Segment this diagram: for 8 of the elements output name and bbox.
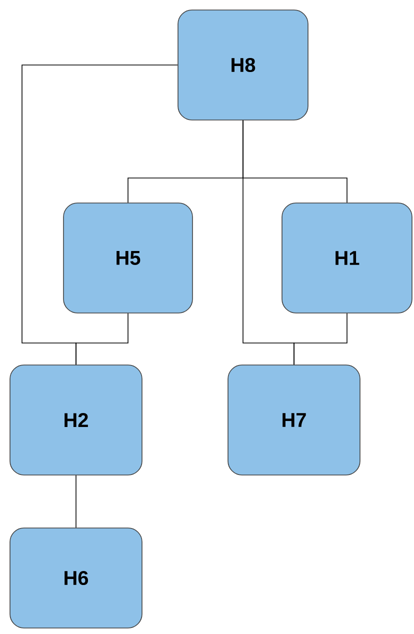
- tree-box: H2: [10, 364, 142, 476]
- tree-box: H1: [282, 202, 412, 314]
- connector-line: [294, 313, 348, 365]
- tree-box: H6: [10, 528, 142, 628]
- tree-box: H7: [228, 364, 360, 476]
- connector-line: [76, 313, 128, 365]
- tree-box: H5: [63, 202, 193, 314]
- tree-box: H8: [178, 10, 308, 120]
